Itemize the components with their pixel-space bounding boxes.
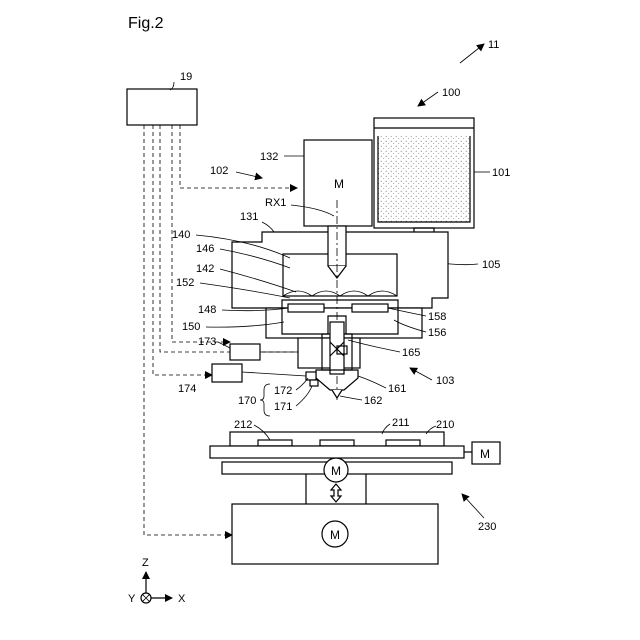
label-161: 161: [388, 383, 406, 395]
leader-171: [296, 386, 312, 406]
label-172: 172: [274, 385, 292, 397]
axis-z-label: Z: [142, 557, 149, 569]
leader-131: [262, 222, 274, 232]
label-210: 210: [436, 419, 454, 431]
arrow-103: [410, 368, 432, 380]
label-173: 173: [198, 336, 216, 348]
nozzle-tip: [332, 390, 342, 398]
label-102: 102: [210, 165, 228, 177]
label-rx1: RX1: [265, 197, 286, 209]
unit-173: [230, 344, 260, 360]
label-158: 158: [428, 311, 446, 323]
label-140: 140: [172, 229, 190, 241]
signal-line-motor: [180, 125, 297, 188]
brace-170: [260, 384, 270, 416]
axis-y-label: Y: [128, 593, 136, 605]
label-19: 19: [180, 71, 192, 83]
label-101: 101: [492, 167, 510, 179]
label-146: 146: [196, 243, 214, 255]
label-105: 105: [482, 259, 500, 271]
label-150: 150: [182, 321, 200, 333]
leader-161: [358, 376, 386, 388]
label-171: 171: [274, 401, 292, 413]
nozzle-body: [298, 338, 360, 368]
label-100: 100: [442, 87, 460, 99]
material-pellets: [378, 136, 470, 222]
figure-title: Fig.2: [128, 15, 164, 32]
label-142: 142: [196, 263, 214, 275]
label-162: 162: [364, 395, 382, 407]
arrow-230: [462, 494, 484, 518]
label-156: 156: [428, 327, 446, 339]
stage-table: [210, 446, 464, 458]
axis-x-label: X: [178, 593, 186, 605]
label-131: 131: [240, 211, 258, 223]
arrow-100: [418, 92, 438, 106]
label-165: 165: [402, 347, 420, 359]
arrow-11: [460, 44, 484, 63]
label-103: 103: [436, 375, 454, 387]
sensor-171: [310, 380, 318, 386]
arrow-102: [236, 172, 262, 178]
label-170: 170: [238, 395, 256, 407]
heater-right: [352, 304, 388, 312]
z-move-arrow: [331, 484, 341, 502]
x-motor-symbol: M: [480, 447, 490, 461]
label-132: 132: [260, 151, 278, 163]
y-motor-symbol: M: [331, 464, 341, 478]
motor-symbol: M: [334, 177, 344, 191]
label-212: 212: [234, 419, 252, 431]
label-11: 11: [488, 39, 499, 51]
unit-174: [212, 364, 242, 382]
label-211: 211: [392, 417, 410, 429]
label-174: 174: [178, 383, 196, 395]
label-152: 152: [176, 277, 194, 289]
leader-173: [218, 342, 230, 348]
build-plate: [230, 432, 444, 446]
controller-box: [127, 89, 197, 125]
label-230: 230: [478, 521, 496, 533]
label-148: 148: [198, 304, 216, 316]
heater-left: [288, 304, 324, 312]
z-motor-symbol: M: [330, 528, 340, 542]
link-174: [242, 372, 306, 376]
leader-162: [340, 396, 362, 400]
